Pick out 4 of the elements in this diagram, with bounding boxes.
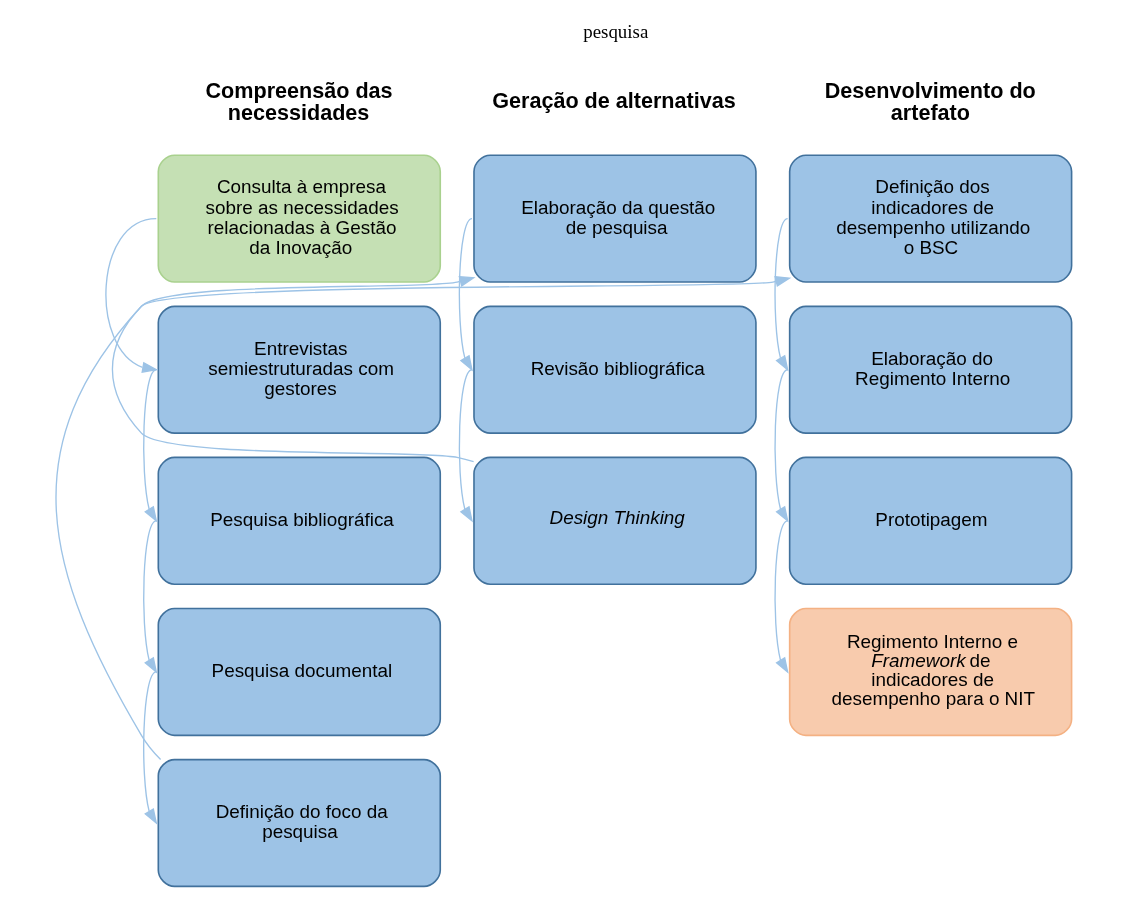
label: Desenvolvimento do artefato <box>824 78 1036 125</box>
label: pesquisa <box>582 21 648 43</box>
label: Compreensão das necessidades <box>205 78 393 125</box>
label: Geração de alternativas <box>491 87 736 113</box>
